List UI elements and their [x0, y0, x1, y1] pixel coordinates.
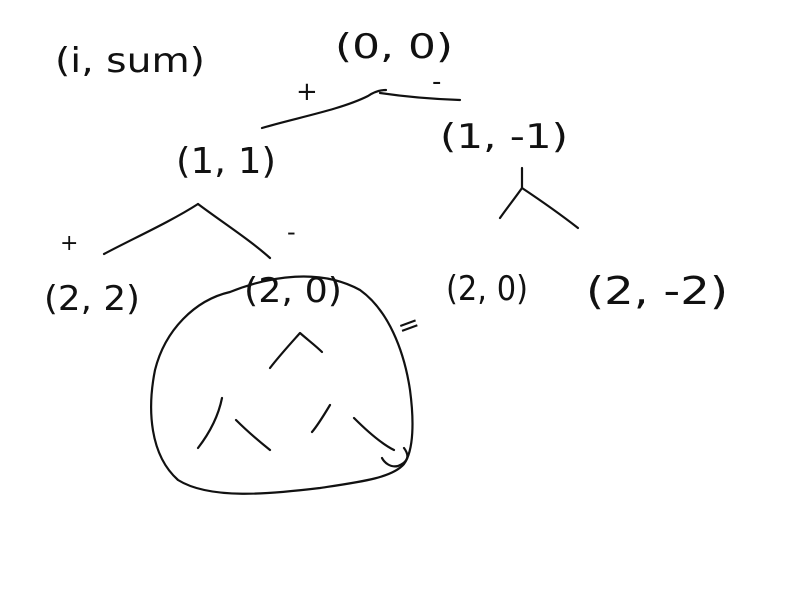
mini-subtree-right — [310, 403, 396, 452]
edge-right-to-rightleft — [498, 186, 524, 220]
rightleft-node-label: (2, 0) — [446, 269, 528, 309]
edge-right-to-rightright — [520, 186, 580, 230]
edge-root-to-left — [260, 88, 388, 130]
edge-root-to-right — [378, 91, 462, 102]
equals-mark: = — [393, 308, 424, 344]
right-node-label: (1, -1) — [440, 117, 568, 157]
root-node-label: (0, 0) — [335, 27, 453, 67]
minus-sign-top: - — [432, 67, 441, 97]
subtree-circle-tail — [380, 446, 409, 468]
rightright-node-label: (2, -2) — [586, 269, 728, 313]
plus-sign-top: + — [296, 77, 318, 107]
legend-label: (i, sum) — [55, 41, 205, 81]
subtree-circle — [150, 275, 414, 495]
left-node-label: (1, 1) — [176, 141, 276, 182]
plus-sign-left: + — [60, 231, 78, 256]
edge-left-to-leftleft — [102, 202, 200, 256]
mini-subtree-left — [196, 396, 272, 452]
edge-left-to-leftright — [196, 202, 272, 260]
leftleft-node-label: (2, 2) — [44, 279, 140, 319]
minus-sign-left: - — [287, 218, 296, 246]
mini-subtree-top — [268, 331, 324, 370]
